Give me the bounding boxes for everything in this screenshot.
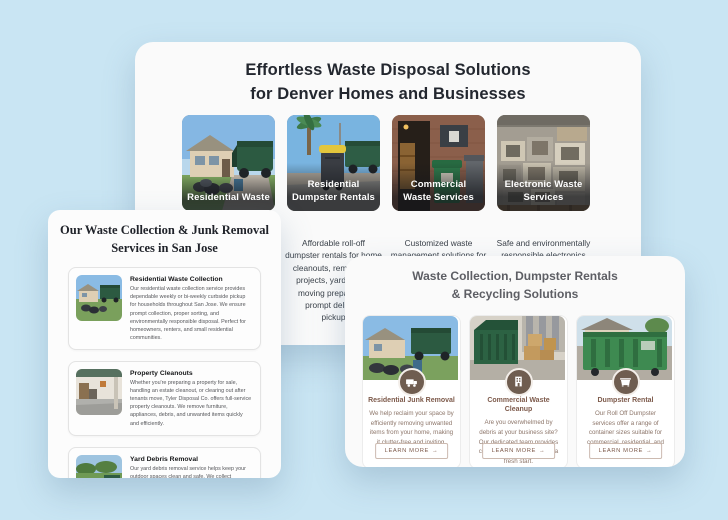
solutions-title: Waste Collection, Dumpster Rentals & Rec…: [412, 269, 618, 301]
solution-title: Residential Junk Removal: [368, 396, 455, 404]
service-photo-card-commercial-waste: Commercial Waste Services: [392, 114, 485, 211]
solutions-row: Residential Junk Removal We help reclaim…: [362, 314, 685, 467]
service-item-description: Whether you're preparing a property for …: [130, 380, 252, 427]
photo-caption: Commercial Waste Services: [403, 179, 474, 204]
service-item-description: Our yard debris removal service helps ke…: [130, 465, 246, 478]
yard-debris-thumb-photo: [76, 454, 122, 478]
service-item-title: Property Cleanouts: [130, 370, 193, 378]
solution-card-commercial-waste-cleanup: Commercial Waste Cleanup Are you overwhe…: [469, 314, 568, 467]
learn-more-label: LEARN MORE: [491, 447, 536, 454]
building-icon: [515, 376, 522, 387]
photo-caption: Electronic Waste Services: [504, 179, 583, 204]
arrow-right-icon: →: [538, 447, 546, 454]
services-list: Residential Waste Collection Our residen…: [68, 267, 261, 478]
arrow-right-icon: →: [431, 447, 439, 454]
dumpster-icon: [620, 378, 631, 387]
hero-title: Effortless Waste Disposal Solutions for …: [245, 61, 531, 103]
services-list-title: Our Waste Collection & Junk Removal Serv…: [60, 223, 269, 256]
solution-description: We help reclaim your space by efficientl…: [369, 409, 454, 446]
service-item-residential-waste-collection: Residential Waste Collection Our residen…: [68, 267, 261, 351]
arrow-right-icon: →: [645, 447, 653, 454]
service-item-property-cleanouts: Property Cleanouts Whether you're prepar…: [68, 361, 261, 436]
solution-card-residential-junk-removal: Residential Junk Removal We help reclaim…: [362, 314, 461, 467]
garage-interior-thumb-photo: [76, 369, 122, 416]
learn-more-button[interactable]: LEARN MORE →: [588, 442, 663, 459]
service-photo-row: Residential Waste: [182, 114, 594, 211]
service-item-description: Our residential waste collection service…: [130, 286, 246, 341]
service-photo-card-residential-waste: Residential Waste: [182, 114, 275, 211]
solutions-section-panel: Waste Collection, Dumpster Rentals & Rec…: [345, 256, 685, 467]
services-list-panel: Our Waste Collection & Junk Removal Serv…: [48, 210, 281, 478]
service-photo-card-electronic-waste: Electronic Waste Services: [497, 114, 590, 211]
service-photo-card-dumpster-rentals: Residential Dumpster Rentals: [287, 114, 380, 211]
service-item-title: Yard Debris Removal: [130, 455, 198, 463]
solution-title: Commercial Waste Cleanup: [487, 396, 550, 413]
solution-title: Dumpster Rental: [597, 396, 654, 404]
house-truck-thumb-photo: [76, 275, 122, 322]
service-item-title: Residential Waste Collection: [130, 276, 223, 284]
solution-card-dumpster-rental: Dumpster Rental Our Roll Off Dumpster se…: [576, 314, 675, 467]
learn-more-button[interactable]: LEARN MORE →: [374, 442, 449, 459]
hero-section-panel: Effortless Waste Disposal Solutions for …: [135, 42, 641, 345]
learn-more-label: LEARN MORE: [384, 447, 429, 454]
rolloff-dumpster-photo: [577, 315, 672, 380]
photo-caption: Residential Waste: [187, 192, 270, 204]
service-item-yard-debris-removal: Yard Debris Removal Our yard debris remo…: [68, 446, 261, 478]
garbage-truck-icon: [406, 379, 417, 387]
photo-caption: Residential Dumpster Rentals: [292, 179, 375, 204]
learn-more-label: LEARN MORE: [598, 447, 643, 454]
learn-more-button[interactable]: LEARN MORE →: [481, 442, 556, 459]
